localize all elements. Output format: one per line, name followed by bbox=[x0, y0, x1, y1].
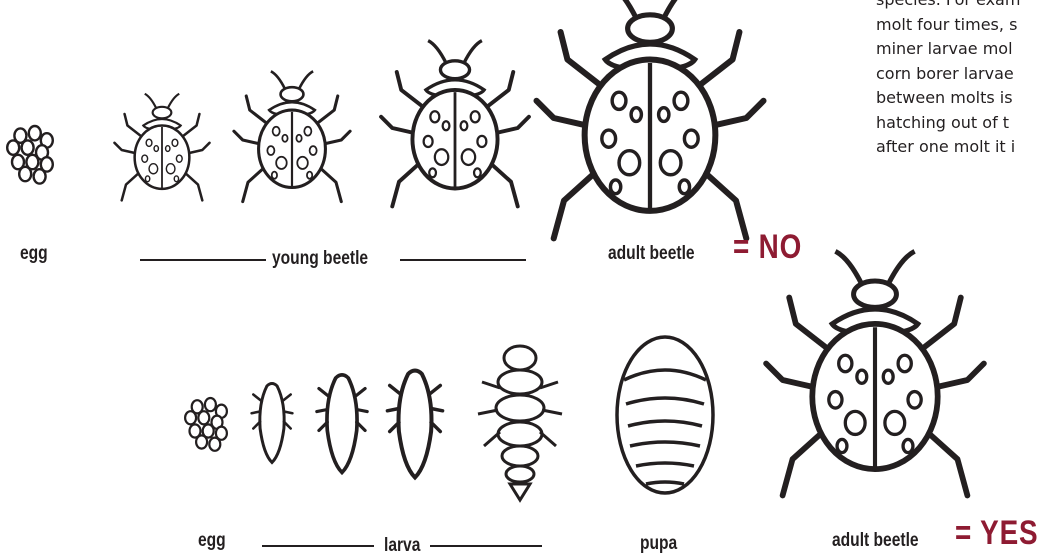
larva-stage-1 bbox=[252, 383, 293, 462]
pupa-label: pupa bbox=[640, 533, 677, 555]
top-egg-label: egg bbox=[20, 243, 48, 265]
young-beetle-rule-right bbox=[400, 259, 526, 261]
bottom-adult-label: adult beetle bbox=[832, 530, 919, 552]
larva-stage-4 bbox=[478, 346, 562, 500]
larva-stage-2 bbox=[317, 375, 367, 473]
verdict-yes: = YES bbox=[955, 514, 1038, 553]
young-beetle-1 bbox=[114, 94, 209, 201]
bottom-egg-label: egg bbox=[198, 530, 226, 552]
verdict-no: = NO bbox=[733, 228, 802, 267]
pupa bbox=[617, 337, 713, 493]
top-adult-label: adult beetle bbox=[608, 243, 695, 265]
bottom-egg-cluster bbox=[185, 398, 227, 451]
adult-beetle-top bbox=[536, 0, 763, 238]
young-beetle-label: young beetle bbox=[272, 248, 368, 270]
young-beetle-3 bbox=[381, 41, 529, 207]
larva-rule-left bbox=[262, 545, 374, 547]
young-beetle-2 bbox=[234, 71, 350, 201]
young-beetle-rule-left bbox=[140, 259, 266, 261]
top-egg-cluster bbox=[7, 126, 53, 184]
larva-label: larva bbox=[384, 535, 420, 557]
larva-rule-right bbox=[430, 545, 542, 547]
larva-stage-3 bbox=[387, 371, 442, 478]
adult-beetle-bottom bbox=[766, 251, 984, 495]
